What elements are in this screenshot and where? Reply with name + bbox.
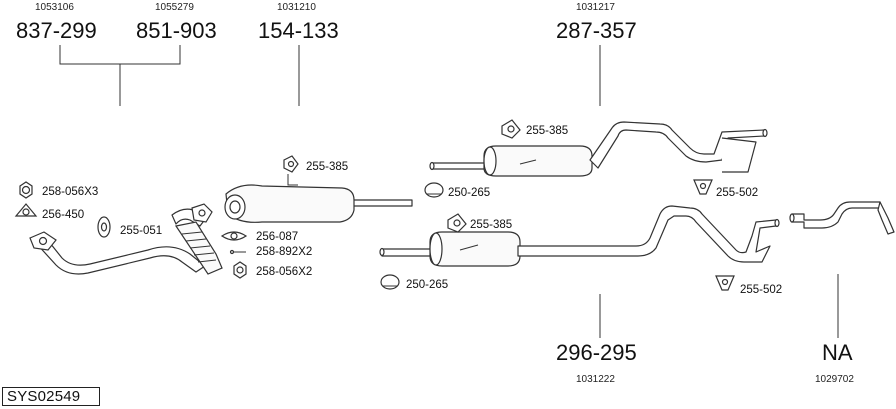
part-ref-1031210: 1031210 [277,2,316,13]
hanger-icon[interactable] [447,213,467,233]
hanger-icon[interactable] [283,155,299,173]
label-256-450: 256-450 [42,209,84,221]
label-250-265-a: 250-265 [448,187,490,199]
part-code-287-357[interactable]: 287-357 [556,18,637,43]
front-pipe-837-299[interactable] [29,231,206,275]
bolt-icon[interactable] [229,249,247,255]
part-ref-1031222: 1031222 [576,374,615,385]
label-258-892x2: 258-892X2 [256,246,312,258]
rubber-mount-icon[interactable] [715,275,735,291]
label-258-056x2: 258-056X2 [256,266,312,278]
part-ref-1055279: 1055279 [155,2,194,13]
part-code-na[interactable]: NA [822,340,853,365]
gasket-icon[interactable] [14,203,38,217]
label-255-502-b: 255-502 [740,284,782,296]
rear-muffler-287-357[interactable] [429,121,768,177]
clamp-icon[interactable] [380,274,400,290]
rubber-mount-icon[interactable] [693,179,713,195]
hex-nut-icon[interactable] [233,261,247,279]
gasket-icon[interactable] [220,231,248,241]
label-255-385-c: 255-385 [470,219,512,231]
label-255-051: 255-051 [120,225,162,237]
part-code-837-299[interactable]: 837-299 [16,18,97,43]
label-255-502-a: 255-502 [716,187,758,199]
part-code-154-133[interactable]: 154-133 [258,18,339,43]
catalytic-converter-154-133[interactable] [224,174,413,223]
hanger-icon[interactable] [501,119,521,139]
part-ref-1053106: 1053106 [35,2,74,13]
label-255-385-a: 255-385 [306,161,348,173]
rubber-mount-icon[interactable] [97,216,111,238]
label-255-385-b: 255-385 [526,125,568,137]
part-code-296-295[interactable]: 296-295 [556,340,637,365]
rear-muffler-296-295[interactable] [379,205,780,267]
label-250-265-b: 250-265 [406,279,448,291]
part-code-851-903[interactable]: 851-903 [136,18,217,43]
tail-pipe-na[interactable] [789,201,895,235]
part-ref-1029702: 1029702 [815,374,854,385]
label-256-087: 256-087 [256,231,298,243]
hex-nut-icon[interactable] [19,181,33,199]
clamp-icon[interactable] [424,182,444,198]
label-258-056x3: 258-056X3 [42,186,98,198]
leader-lines [59,45,839,338]
flex-pipe-851-903[interactable] [171,203,223,275]
system-id-label: SYS02549 [2,387,100,406]
part-ref-1031217: 1031217 [576,2,615,13]
